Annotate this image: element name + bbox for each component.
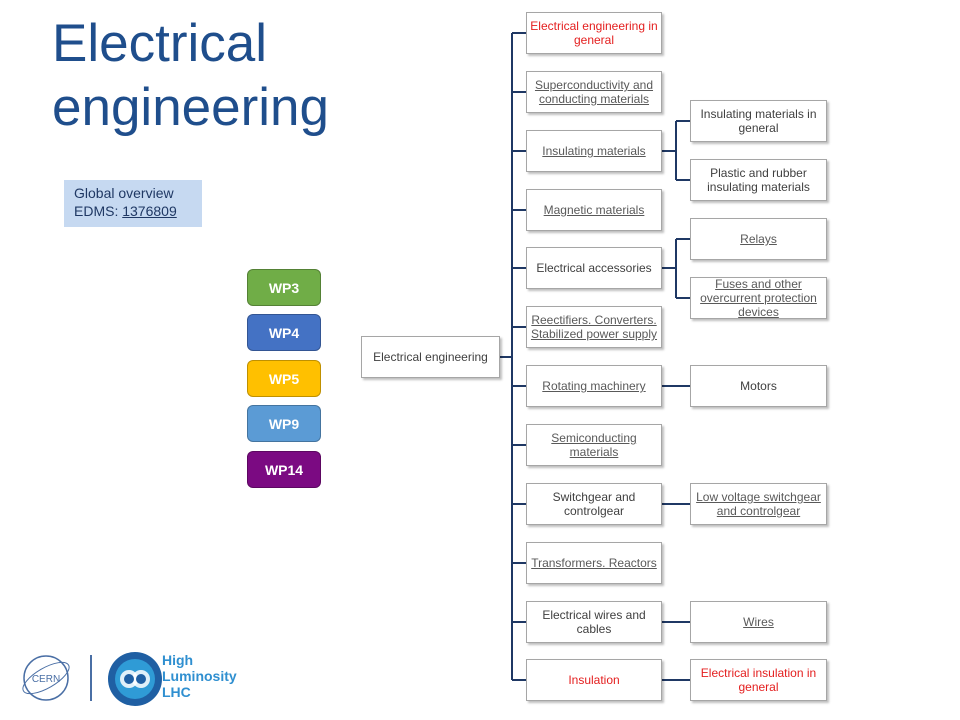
wp3-badge: WP3: [247, 269, 321, 306]
node-grandchild[interactable]: Relays: [690, 218, 827, 260]
node-label: Switchgear and controlgear: [552, 490, 636, 518]
node-label: Plastic and rubber insulating materials: [707, 166, 810, 194]
hl-line-3: LHC: [162, 684, 191, 700]
node-child: Electrical wires and cables: [526, 601, 662, 643]
node-child[interactable]: Magnetic materials: [526, 189, 662, 231]
node-root: Electrical engineering: [361, 336, 500, 378]
wp14-badge: WP14: [247, 451, 321, 488]
node-grandchild[interactable]: Low voltage switchgear and controlgear: [690, 483, 827, 525]
edms-link[interactable]: 1376809: [122, 203, 177, 219]
wp5-label: WP5: [268, 371, 300, 387]
wp4-label: WP4: [268, 325, 300, 341]
wp14-label: WP14: [264, 462, 304, 478]
node-grandchild[interactable]: Wires: [690, 601, 827, 643]
node-label: Insulation: [568, 673, 620, 687]
wp5-badge: WP5: [247, 360, 321, 397]
cern-logo-icon: CERN: [22, 655, 70, 701]
node-grandchild[interactable]: Fuses and other overcurrent protection d…: [690, 277, 827, 319]
cern-logo-text: CERN: [32, 674, 60, 685]
wp9-badge: WP9: [247, 405, 321, 442]
page-title: Electrical engineering: [52, 14, 330, 137]
node-label: Magnetic materials: [543, 203, 645, 217]
node-child[interactable]: Insulating materials: [526, 130, 662, 172]
node-label: Wires: [743, 615, 774, 629]
wp4-badge: WP4: [247, 314, 321, 351]
hl-lhc-wordmark: High Luminosity LHC: [162, 652, 237, 700]
node-label: Reectifiers. Converters. Stabilized powe…: [530, 313, 658, 341]
node-label: Electrical accessories: [536, 261, 652, 275]
node-child[interactable]: Rotating machinery: [526, 365, 662, 407]
node-label: Low voltage switchgear and controlgear: [696, 490, 821, 518]
node-grandchild: Plastic and rubber insulating materials: [690, 159, 827, 201]
node-child[interactable]: Transformers. Reactors: [526, 542, 662, 584]
node-label: Electrical engineering in general: [530, 19, 658, 47]
wp9-label: WP9: [268, 416, 300, 432]
node-grandchild: Motors: [690, 365, 827, 407]
edms-label: EDMS:: [74, 203, 123, 219]
node-child[interactable]: Reectifiers. Converters. Stabilized powe…: [526, 306, 662, 348]
node-label: Insulating materials: [542, 144, 646, 158]
node-label: Semiconducting materials: [551, 431, 637, 459]
node-grandchild: Insulating materials in general: [690, 100, 827, 142]
node-label: Relays: [740, 232, 777, 246]
hl-lhc-emblem-icon: [108, 652, 162, 706]
node-child: Electrical accessories: [526, 247, 662, 289]
node-child[interactable]: Superconductivity and conducting materia…: [526, 71, 662, 113]
node-label: Electrical wires and cables: [542, 608, 646, 636]
node-label: Insulating materials in general: [700, 107, 817, 135]
overview-text: Global overview: [74, 185, 174, 201]
logo-divider: [90, 655, 92, 701]
node-child[interactable]: Semiconducting materials: [526, 424, 662, 466]
node-child: Insulation: [526, 659, 662, 701]
node-label: Transformers. Reactors: [531, 556, 657, 570]
node-root-label: Electrical engineering: [373, 350, 488, 364]
node-label: Rotating machinery: [542, 379, 646, 393]
hl-line-2: Luminosity: [162, 668, 237, 684]
node-grandchild: Electrical insulation in general: [690, 659, 827, 701]
wp3-label: WP3: [268, 280, 300, 296]
node-label: Electrical insulation in general: [700, 666, 817, 694]
node-label: Superconductivity and conducting materia…: [534, 78, 654, 106]
node-label: Motors: [740, 379, 777, 393]
global-overview-note: Global overview EDMS: 1376809: [64, 180, 202, 227]
hl-line-1: High: [162, 652, 194, 668]
node-label: Fuses and other overcurrent protection d…: [700, 277, 817, 319]
node-child: Switchgear and controlgear: [526, 483, 662, 525]
node-child: Electrical engineering in general: [526, 12, 662, 54]
